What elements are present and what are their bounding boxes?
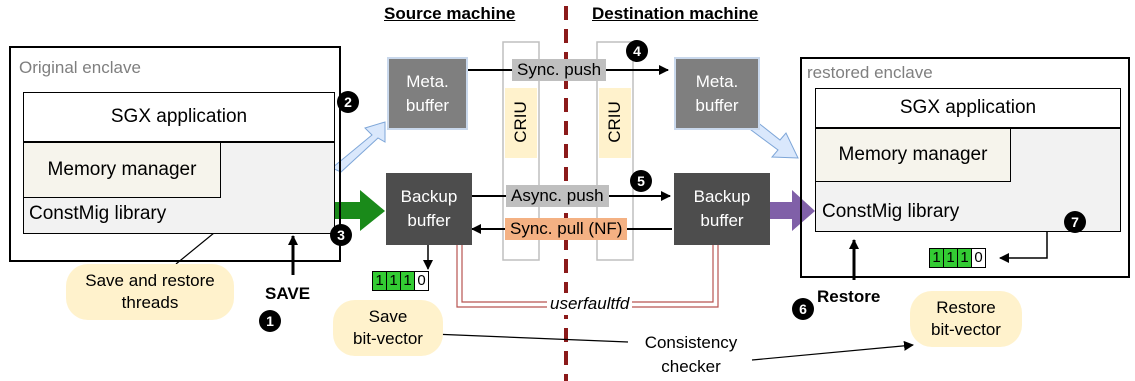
bitvector-dest-bit-1: 1 — [943, 248, 958, 268]
save-bitvector-line2: bit-vector — [353, 329, 423, 348]
destination-machine-header: Destination machine — [592, 4, 759, 23]
meta-buffer-dest: Meta. buffer — [674, 57, 760, 130]
original-enclave — [9, 46, 341, 262]
criu-label-source: CRIU — [511, 101, 530, 143]
backup-buffer-source-line2: buffer — [407, 211, 451, 230]
meta-buffer-dest-line1: Meta. — [695, 71, 739, 91]
step-1-badge: 1 — [259, 310, 281, 332]
bitvector-source-bit-2: 1 — [400, 271, 415, 291]
arrow-save-backup — [333, 190, 385, 231]
criu-label-dest: CRIU — [605, 101, 624, 143]
constmig-library-label-source: ConstMig library — [29, 203, 167, 224]
step-2-badge: 2 — [337, 91, 359, 113]
consistency-checker-label: Consistency checker — [628, 331, 754, 379]
arrow-backup-restore — [770, 190, 815, 231]
backup-buffer-dest-line1: Backup — [693, 187, 751, 206]
original-enclave-label: Original enclave — [19, 58, 141, 77]
sync-pull-label: Sync. pull (NF) — [505, 218, 628, 240]
bitvector-dest-bit-2: 1 — [957, 248, 972, 268]
save-bitvector-line1: Save — [368, 307, 408, 326]
bitvector-source-bit-0: 1 — [372, 271, 387, 291]
restored-enclave-label: restored enclave — [807, 63, 933, 82]
consistency-checker-line2: checker — [661, 357, 721, 376]
restore-bitvector-line1: Restore — [936, 298, 996, 317]
memory-manager-source: Memory manager — [23, 142, 221, 198]
sync-push-label: Sync. push — [512, 59, 607, 81]
backup-buffer-source-line1: Backup — [400, 187, 458, 206]
step-7-badge: 7 — [1064, 211, 1086, 233]
meta-buffer-source-line2: buffer — [405, 95, 450, 115]
backup-buffer-dest: Backup buffer — [674, 173, 770, 245]
save-bitvector-note: Save bit-vector — [333, 300, 443, 356]
userfaultfd-label: userfaultfd — [547, 293, 633, 315]
bitvector-source-bit-3: 0 — [414, 271, 429, 291]
consistency-checker-line1: Consistency — [644, 333, 738, 352]
source-machine-header: Source machine — [384, 4, 516, 23]
bitvector-dest-bit-0: 1 — [929, 248, 944, 268]
async-push-label: Async. push — [506, 185, 609, 207]
constmig-library-label-dest: ConstMig library — [822, 201, 960, 222]
memory-manager-dest: Memory manager — [815, 128, 1011, 182]
backup-buffer-dest-line2: buffer — [700, 211, 744, 230]
save-restore-threads-note: Save and restore threads — [66, 264, 234, 320]
restore-bitvector-line2: bit-vector — [931, 320, 1001, 339]
restore-label: Restore — [817, 287, 881, 306]
save-label: SAVE — [265, 284, 311, 303]
meta-buffer-source-line1: Meta. — [406, 71, 449, 91]
arrow-source-meta — [331, 121, 386, 173]
step-3-badge: 3 — [330, 224, 352, 246]
step-5-badge: 5 — [630, 170, 652, 192]
restored-enclave — [800, 57, 1130, 278]
backup-buffer-source: Backup buffer — [386, 173, 472, 245]
restore-bitvector-note: Restore bit-vector — [910, 291, 1022, 347]
bitvector-source-bit-1: 1 — [386, 271, 401, 291]
step-6-badge: 6 — [792, 298, 814, 320]
save-restore-threads-line2: threads — [121, 293, 179, 312]
sgx-application-dest: SGX application — [815, 88, 1121, 128]
sgx-application-source: SGX application — [23, 92, 335, 142]
step-4-badge: 4 — [626, 40, 648, 62]
meta-buffer-dest-line2: buffer — [695, 95, 739, 115]
save-restore-threads-line1: Save and restore — [85, 271, 215, 290]
meta-buffer-source: Meta. buffer — [387, 57, 468, 130]
bitvector-dest-bit-3: 0 — [971, 248, 986, 268]
